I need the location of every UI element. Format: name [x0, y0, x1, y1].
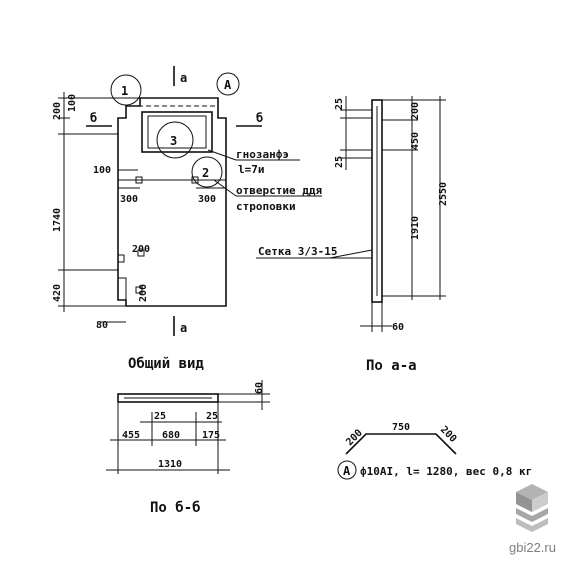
section-bb-panel — [117, 393, 219, 403]
bb-dim-1310: 1310 — [158, 459, 182, 470]
bb-dim-455: 455 — [122, 430, 140, 441]
section-aa-panel — [371, 99, 383, 303]
section-bb-left-label: б — [90, 111, 97, 125]
dim-80: 80 — [96, 320, 108, 331]
insulator-label-1: гнoзaнфэ — [236, 148, 289, 161]
bb-dim-60: 60 — [254, 382, 265, 394]
window-opening-outer — [141, 111, 213, 153]
callout-circle-1 — [110, 74, 142, 106]
dim-100-top: 100 — [67, 94, 78, 112]
callout-3-text: 3 — [170, 134, 177, 148]
dim-300-b: 300 — [198, 194, 216, 205]
watermark-text: gbi22.ru — [509, 540, 556, 555]
aa-dim-2550: 2550 — [438, 182, 449, 206]
bb-dim-680: 680 — [162, 430, 180, 441]
dim-1740: 1740 — [52, 208, 63, 232]
rebar-dim-750: 750 — [392, 422, 410, 433]
aa-dim-1910: 1910 — [410, 216, 421, 240]
view-bb-title: По б-б — [150, 500, 201, 516]
leader-opening — [213, 179, 237, 197]
aa-dim-25-a: 25 — [334, 98, 345, 110]
insulator-label-2: l=7и — [238, 163, 265, 176]
callout-2-text: 2 — [202, 166, 209, 180]
general-view-title: Общий вид — [128, 356, 204, 372]
rebar-spec: ф10АI, l= 1280, вес 0,8 кг — [360, 465, 532, 478]
dim-420: 420 — [52, 284, 63, 302]
dim-100-b: 100 — [93, 165, 111, 176]
rebar-callout-A-circle — [337, 460, 357, 480]
dim-200-top: 200 — [52, 102, 63, 120]
dim-200-mid: 200 — [132, 244, 150, 255]
section-bb-right-label: б — [256, 111, 263, 125]
dim-200-low: 200 — [138, 284, 149, 302]
opening-label-2: строповки — [236, 200, 296, 213]
lifting-loop-left — [135, 176, 143, 184]
rebar-dim-200-right: 200 — [438, 424, 459, 445]
callout-circle-A — [216, 72, 240, 96]
general-view: 1 3 2 A a a б б 200 100 1740 420 100 — [52, 66, 373, 372]
mark-1 — [137, 249, 145, 257]
leader-mesh-arrow — [329, 249, 373, 259]
bb-dim-25-b: 25 — [206, 411, 218, 422]
section-aa-bottom-label: a — [180, 321, 187, 335]
rebar-shape — [345, 433, 457, 455]
callout-circle-3 — [156, 121, 194, 159]
window-opening-inner — [147, 115, 207, 149]
opening-label-1: oтвeрстие ддя — [236, 184, 322, 197]
watermark: gbi22.ru — [509, 484, 556, 555]
lifting-loop-right — [191, 176, 199, 184]
view-bb: 60 25 25 455 680 175 1310 По б-б — [106, 380, 270, 516]
callout-A-text: A — [224, 78, 232, 92]
callout-1-text: 1 — [121, 84, 128, 98]
bb-dim-25-a: 25 — [154, 411, 166, 422]
dim-300-a: 300 — [120, 194, 138, 205]
aa-dim-60: 60 — [392, 322, 404, 333]
view-aa: 25 25 200 450 1910 2550 60 По а-а — [334, 96, 449, 374]
rebar-dim-200-left: 200 — [344, 428, 365, 449]
leader-insulator — [207, 149, 237, 161]
aa-dim-25-b: 25 — [334, 156, 345, 168]
callout-circle-2 — [191, 156, 223, 188]
panel-notch — [118, 277, 127, 300]
mark-2 — [135, 286, 143, 294]
aa-dim-450: 450 — [410, 132, 421, 150]
cube-logo-icon — [516, 484, 548, 532]
rebar-callout-A-text: A — [343, 464, 351, 478]
aa-dim-200: 200 — [410, 102, 421, 120]
section-aa-top-label: a — [180, 71, 187, 85]
panel-notch-2 — [118, 254, 125, 263]
bb-dim-175: 175 — [202, 430, 220, 441]
view-aa-title: По а-а — [366, 358, 417, 374]
rebar-detail: 200 750 200 A ф10АI, l= 1280, вес 0,8 кг — [337, 422, 532, 480]
mesh-label: Сетка 3/3-15 — [258, 245, 337, 258]
